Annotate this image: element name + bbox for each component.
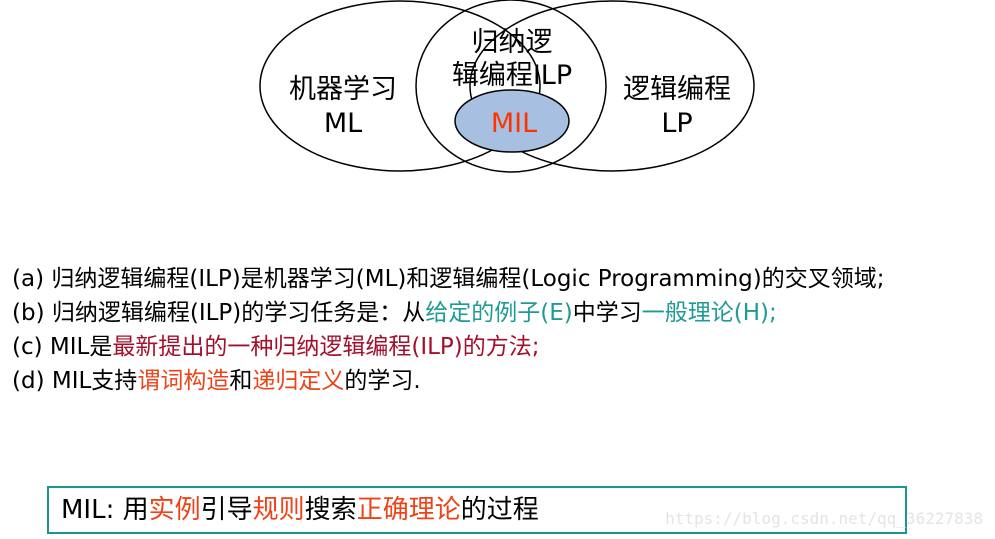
- ml-label-line1: 机器学习: [289, 74, 397, 105]
- summary-box: MIL: 用实例引导规则搜索正确理论的过程: [47, 486, 907, 534]
- venn-diagram: 机器学习 ML 归纳逻 辑编程ILP 逻辑编程 LP MIL: [259, 0, 755, 173]
- summary-highlight-instances: 实例: [148, 495, 201, 525]
- mil-label: MIL: [491, 108, 537, 139]
- ilp-label-line2: 辑编程ILP: [452, 60, 572, 91]
- summary-text-process: 的过程: [460, 495, 539, 525]
- statement-d: (d) MIL支持谓词构造和递归定义的学习.: [12, 364, 987, 398]
- summary-text-guide: 引导: [200, 495, 253, 525]
- summary-highlight-rules: 规则: [252, 495, 305, 525]
- summary-text-search: 搜索: [304, 495, 357, 525]
- watermark: https://blog.csdn.net/qq_36227838: [665, 509, 983, 528]
- lp-label-line1: 逻辑编程: [623, 74, 731, 105]
- statement-b-highlight-theory: 一般理论(H);: [641, 300, 777, 326]
- statement-d-prefix: (d) MIL支持: [12, 368, 138, 394]
- statement-c-highlight: 最新提出的一种归纳逻辑编程(ILP)的方法;: [112, 334, 540, 360]
- statement-b-highlight-examples: 给定的例子(E): [425, 300, 573, 326]
- statement-d-suffix: 的学习.: [344, 368, 421, 394]
- summary-highlight-correct-theory: 正确理论: [356, 495, 461, 525]
- statement-b-prefix: (b) 归纳逻辑编程(ILP)的学习任务是：从: [12, 300, 426, 326]
- statement-list: (a) 归纳逻辑编程(ILP)是机器学习(ML)和逻辑编程(Logic Prog…: [12, 262, 987, 398]
- statement-a: (a) 归纳逻辑编程(ILP)是机器学习(ML)和逻辑编程(Logic Prog…: [12, 262, 987, 296]
- mil-ellipse: [454, 89, 570, 153]
- ml-circle: [259, 0, 541, 172]
- statement-c-prefix: (c) MIL是: [12, 334, 113, 360]
- ml-label-line2: ML: [324, 108, 362, 139]
- lp-circle: [469, 0, 755, 172]
- statement-c: (c) MIL是最新提出的一种归纳逻辑编程(ILP)的方法;: [12, 330, 987, 364]
- statement-b-middle: 中学习: [572, 300, 642, 326]
- statement-b: (b) 归纳逻辑编程(ILP)的学习任务是：从给定的例子(E)中学习一般理论(H…: [12, 296, 987, 330]
- statement-d-highlight-recursion: 递归定义: [252, 368, 345, 394]
- statement-d-highlight-predicate: 谓词构造: [137, 368, 230, 394]
- ilp-label-line1: 归纳逻: [472, 27, 553, 58]
- summary-lead: MIL: 用: [61, 495, 149, 525]
- statement-a-text: (a) 归纳逻辑编程(ILP)是机器学习(ML)和逻辑编程(Logic Prog…: [12, 266, 885, 292]
- ilp-circle: [415, 0, 607, 173]
- statement-d-middle: 和: [229, 368, 253, 394]
- lp-label-line2: LP: [661, 108, 692, 139]
